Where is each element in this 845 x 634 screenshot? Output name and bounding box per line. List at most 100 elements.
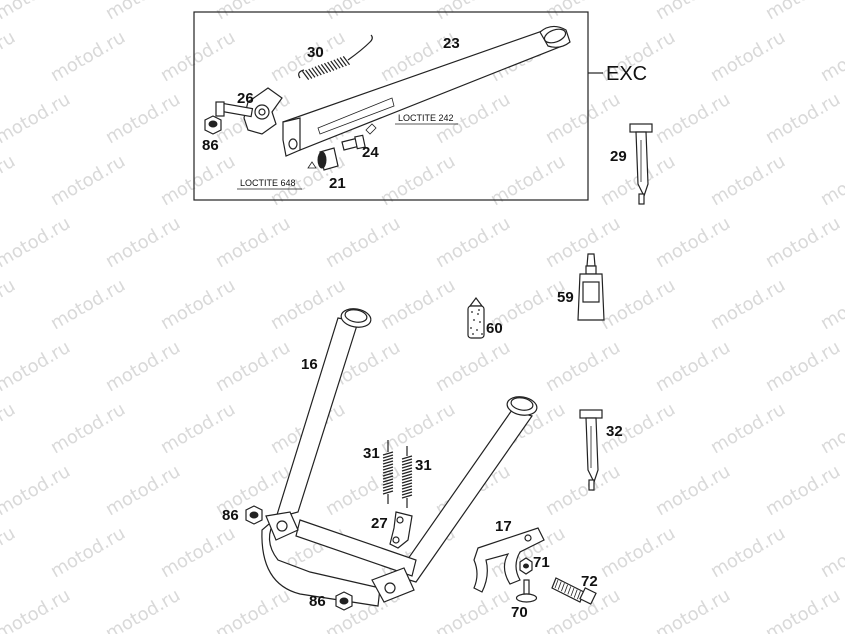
watermark-text: motod.ru [762,0,844,24]
spring-coil [382,478,394,483]
callout-17: 17 [495,518,512,535]
spring-coil [401,467,413,472]
watermark-text: motod.ru [102,89,184,148]
callout-24: 24 [362,144,379,161]
callout-60: 60 [486,320,503,337]
callout-32: 32 [606,423,623,440]
watermark-text: motod.ru [432,337,514,396]
watermark-text: motod.ru [542,89,624,148]
loctite-648-note: LOCTITE 648 [237,178,302,190]
callout-31-right: 31 [415,457,432,474]
callout-86-top: 86 [202,137,219,154]
callout-70: 70 [511,604,528,621]
spring-coil [382,472,394,477]
watermark-text: motod.ru [432,585,514,634]
watermark-text: motod.ru [322,213,404,272]
callout-71: 71 [533,554,550,571]
tube-stipple-dot [470,327,472,329]
spring-coil [382,484,394,489]
watermark-text: motod.ru [212,213,294,272]
pivot-plate-part-26 [215,87,283,135]
watermark-text: motod.ru [487,151,569,210]
svg-text:LOCTITE 242: LOCTITE 242 [398,113,454,123]
tube-stipple-dot [472,333,474,335]
watermark-text: motod.ru [762,89,844,148]
watermark-text: motod.ru [102,461,184,520]
watermark-text: motod.ru [542,213,624,272]
watermark-text: motod.ru [707,523,789,582]
watermark-text: motod.ru [0,399,19,458]
watermark-text: motod.ru [817,275,845,334]
watermark-text: motod.ru [47,523,129,582]
spring-coil [382,463,394,468]
watermark-text: motod.ru [0,585,74,634]
tube-stipple-dot [477,313,479,315]
spring-coil [342,56,351,66]
grease-tube-part-60 [467,297,485,339]
tube-stipple-dot [473,319,475,321]
watermark-text: motod.ru [762,337,844,396]
tube-stipple-dot [478,309,480,311]
spring-coil [401,473,413,478]
watermark-text: motod.ru [707,151,789,210]
watermark-text: motod.ru [817,27,845,86]
spring-coil [330,60,338,70]
spring-coil [382,469,394,474]
exc-inset-frame [193,11,589,201]
watermark-text: motod.ru [542,461,624,520]
watermark-text: motod.ru [652,213,734,272]
watermark-text: motod.ru [377,275,459,334]
spring-coil [336,58,344,68]
callout-23: 23 [443,35,460,52]
exc-label: EXC [606,63,647,85]
watermark-text: motod.ru [0,275,19,334]
watermark-text: motod.ru [157,399,239,458]
spring-coil [317,65,325,75]
callout-31-left: 31 [363,445,380,462]
callout-29: 29 [610,148,627,165]
watermark-text: motod.ru [0,461,74,520]
side-stand-leg-part-23 [282,25,571,157]
watermark-text: motod.ru [157,27,239,86]
tube-stipple-dot [471,311,473,313]
watermark-text: motod.ru [102,337,184,396]
spring-coil [401,488,413,493]
spring-coil [327,61,335,71]
watermark-text: motod.ru [432,213,514,272]
watermark-text: motod.ru [0,27,19,86]
spring-coil [401,485,413,490]
bolt-thread-line [567,586,572,595]
watermark-text: motod.ru [157,523,239,582]
spring-coil [401,482,413,487]
nut-part-86-middle [245,505,263,525]
watermark-text: motod.ru [707,27,789,86]
watermark-text: motod.ru [0,523,19,582]
bolt-part-24 [341,123,377,151]
spring-coil [382,466,394,471]
watermark-text: motod.ru [102,213,184,272]
watermark-text: motod.ru [0,89,74,148]
spring-coil [382,490,394,495]
watermark-text: motod.ru [157,275,239,334]
bolt-thread-line [561,583,565,592]
bushing-part-21 [307,147,339,171]
spring-coil [401,464,413,469]
spring-coil [305,69,313,79]
watermark-text: motod.ru [597,523,679,582]
stand-bracket-part-17 [473,527,545,593]
watermark-text: motod.ru [652,89,734,148]
spring-coil [314,66,322,76]
spring-coil [382,481,394,486]
spring-coil [401,476,413,481]
spring-hook-tool-part-29 [629,123,653,205]
bolt-part-72 [551,577,597,605]
spring-coil [401,494,413,499]
bolt-thread-line [573,589,578,598]
spring-coil [320,64,329,74]
spring-coil [401,479,413,484]
callout-86-bottom: 86 [309,593,326,610]
spring-coil [301,70,310,80]
bolt-thread-line [564,584,568,593]
watermark-text: motod.ru [102,0,184,24]
nut-part-86-bottom [335,591,353,611]
